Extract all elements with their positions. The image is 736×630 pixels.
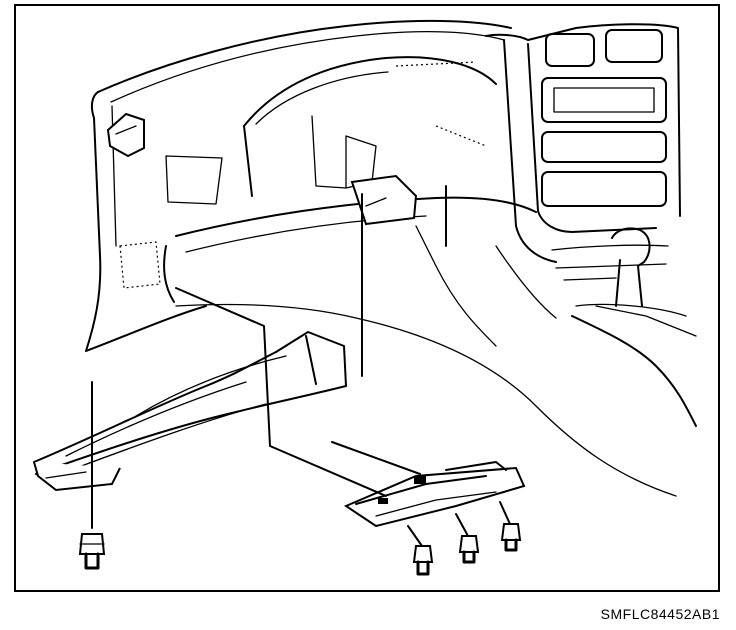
gear-shift: [571, 227, 697, 427]
lower-duct-plate: [343, 461, 526, 528]
dashboard: [85, 19, 537, 352]
duct-bracket: [350, 174, 418, 226]
foot-air-duct: [33, 331, 347, 492]
floor-tunnel: [355, 225, 677, 497]
dashboard-duct-diagram: [33, 19, 697, 576]
guide-lines: [91, 185, 447, 529]
clip-fastener-2: [455, 513, 480, 564]
clip-fastener-3: [499, 501, 522, 552]
side-vent: [106, 112, 145, 158]
clip-fastener-left: [78, 533, 106, 570]
center-console: [485, 23, 681, 281]
detail-marks: [119, 61, 487, 289]
clip-fastener-1: [407, 525, 434, 576]
figure-code: SMFLC84452AB1: [600, 606, 720, 622]
illustration-frame: [14, 4, 720, 592]
